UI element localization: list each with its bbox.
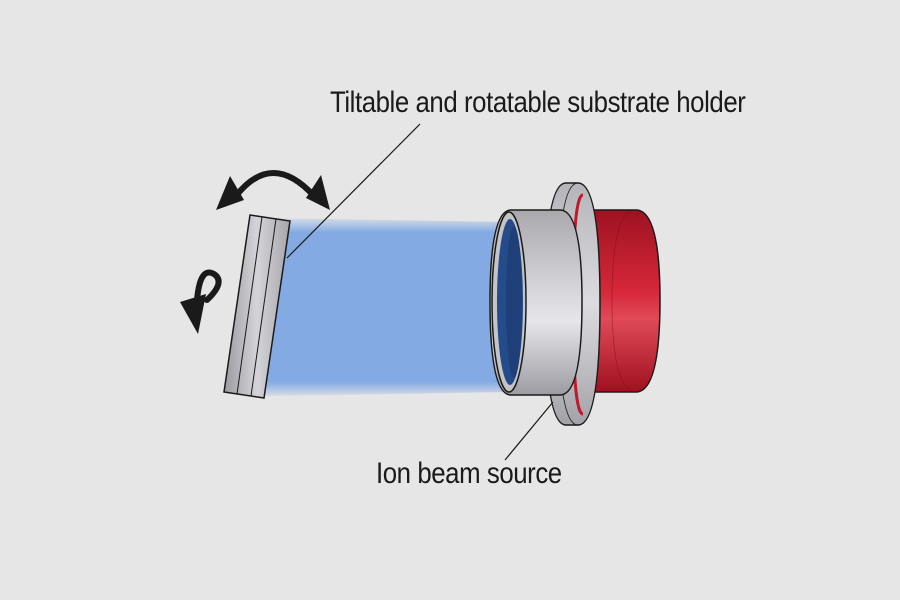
source-leader-line — [504, 401, 554, 461]
substrate-holder — [223, 214, 291, 399]
ion-beam-source-label: Ion beam source — [376, 457, 562, 490]
substrate-holder-label: Tiltable and rotatable substrate holder — [330, 86, 746, 119]
curved-rotation-arrow-icon — [180, 269, 222, 334]
ion-source-rear-cylinder — [584, 209, 661, 393]
holder-leader-line — [286, 123, 421, 259]
curved-double-arrow-icon — [216, 170, 330, 210]
ion-beam — [262, 218, 510, 396]
ion-source-front-cylinder — [489, 209, 583, 396]
